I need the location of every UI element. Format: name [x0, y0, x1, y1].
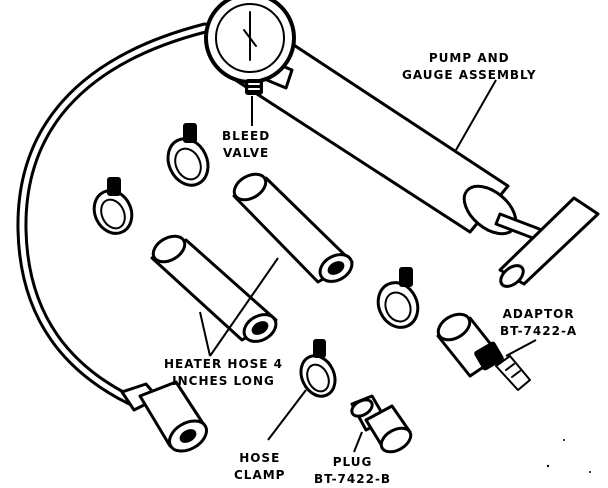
pump-and-gauge-assembly	[204, 0, 600, 288]
hose-clamp	[166, 123, 210, 187]
label-bleed-valve: BLEED VALVE	[222, 128, 270, 162]
heater-hose-section	[150, 234, 278, 343]
label-pump-line-1: PUMP AND	[428, 51, 510, 65]
label-plug-line-2: BT-7422-B	[314, 472, 392, 486]
heater-hose-section	[232, 172, 354, 284]
label-clamp-line-1: HOSE	[239, 451, 281, 465]
leader-clamp	[267, 389, 307, 441]
scan-specks	[546, 439, 591, 473]
label-plug-line-1: PLUG	[332, 455, 373, 469]
label-pump-and-gauge-assembly: PUMP AND GAUGE ASSEMBLY	[402, 50, 537, 84]
hose-coupler	[120, 380, 208, 453]
label-hose-clamp: HOSE CLAMP	[234, 450, 285, 484]
flexible-hose	[16, 22, 211, 406]
leader-pump	[455, 79, 497, 151]
adaptor	[436, 312, 531, 391]
hose-clamp	[299, 339, 337, 398]
leader-plug	[353, 431, 363, 453]
leader-heater-b	[199, 311, 211, 357]
label-clamp-line-2: CLAMP	[234, 468, 286, 482]
label-adaptor: ADAPTOR BT-7422-A	[500, 306, 577, 340]
hose-clamp	[376, 267, 420, 329]
label-heater-hose: HEATER HOSE 4 INCHES LONG	[164, 356, 283, 390]
label-adaptor-line-1: ADAPTOR	[502, 307, 575, 321]
leader-heater-a	[209, 257, 279, 357]
label-bleed-line-2: VALVE	[222, 146, 270, 160]
plug	[350, 394, 413, 454]
label-heater-line-1: HEATER HOSE 4	[164, 357, 284, 371]
label-plug: PLUG BT-7422-B	[314, 454, 391, 488]
hose-clamp	[92, 177, 134, 235]
leader-adaptor	[505, 339, 537, 357]
label-adaptor-line-2: BT-7422-A	[500, 324, 578, 338]
label-pump-line-2: GAUGE ASSEMBLY	[402, 68, 537, 82]
label-heater-line-2: INCHES LONG	[172, 374, 275, 388]
leader-lines	[199, 79, 537, 453]
label-bleed-line-1: BLEED	[222, 129, 271, 143]
